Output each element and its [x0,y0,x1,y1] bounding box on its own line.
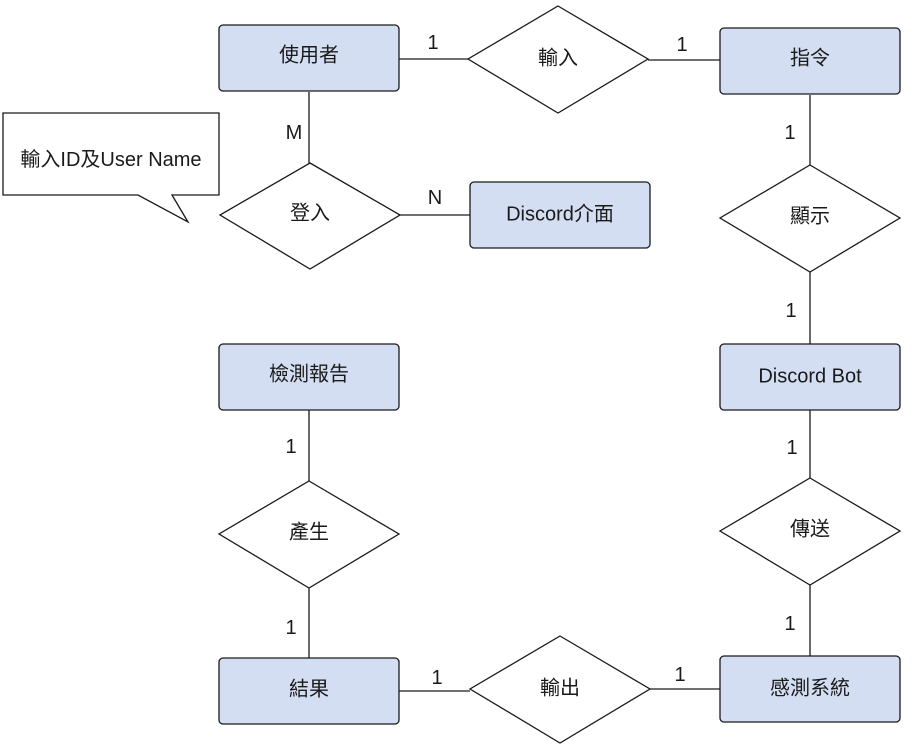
card-result-output: 1 [431,667,442,689]
relationship-login-label: 登入 [290,201,330,224]
entity-result[interactable]: 結果 [218,657,400,725]
relationship-transmit[interactable]: 傳送 [718,477,902,586]
card-output-system: 1 [674,664,685,686]
entity-discord-ui[interactable]: Discord介面 [469,181,651,249]
relationship-generate-label: 產生 [289,520,329,543]
entity-bot[interactable]: Discord Bot [719,343,901,411]
relationship-display-label: 顯示 [790,205,830,227]
entity-user-label: 使用者 [279,43,339,66]
entity-command-label: 指令 [790,46,830,69]
card-generate-result: 1 [285,617,296,639]
entity-result-label: 結果 [289,677,329,700]
relationship-generate[interactable]: 產生 [217,480,401,589]
card-login-ui: N [428,187,442,209]
card-command-display: 1 [784,122,795,144]
entity-system-label: 感測系統 [770,676,850,699]
entity-user[interactable]: 使用者 [218,24,400,92]
entity-system[interactable]: 感測系統 [719,655,901,723]
entity-report-label: 檢測報告 [269,362,349,385]
entity-discord-ui-label: Discord介面 [506,202,614,225]
card-input-command: 1 [676,34,687,56]
callout-note [2,112,220,224]
callout-text: 輸入ID及User Name [20,148,201,171]
card-report-generate: 1 [285,436,296,458]
entity-command[interactable]: 指令 [719,27,901,95]
relationship-output[interactable]: 輸出 [468,635,652,744]
entity-bot-label: Discord Bot [758,365,862,387]
relationship-transmit-label: 傳送 [790,517,830,540]
card-display-bot: 1 [785,300,796,322]
entity-report[interactable]: 檢測報告 [218,343,400,411]
card-transmit-system: 1 [784,613,795,635]
card-bot-transmit: 1 [786,437,797,459]
card-user-login: M [286,122,303,144]
card-user-input: 1 [427,32,438,54]
relationship-input-label: 輸入 [538,46,578,69]
relationship-login[interactable]: 登入 [218,162,402,270]
relationship-display[interactable]: 顯示 [718,164,902,273]
relationship-output-label: 輸出 [540,676,580,699]
relationship-input[interactable]: 輸入 [466,5,650,114]
